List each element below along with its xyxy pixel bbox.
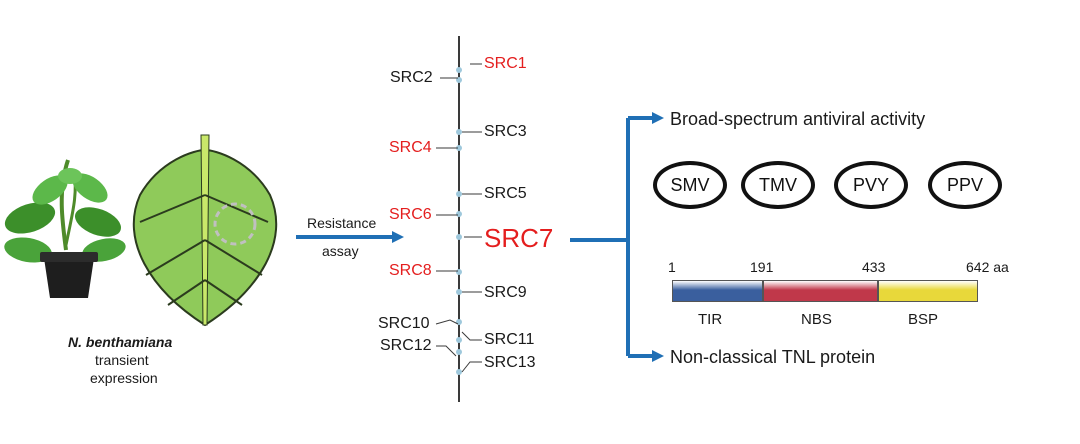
leaf-icon [132, 134, 278, 327]
gene-label-src13: SRC13 [484, 354, 536, 371]
virus-ppv: PPV [928, 161, 1002, 209]
domain-label-bsp: BSP [908, 311, 939, 328]
gene-label-src2: SRC2 [390, 69, 433, 86]
gene-label-src7: SRC7 [484, 223, 554, 253]
gene-label-src3: SRC3 [484, 123, 527, 140]
gene-label-src12: SRC12 [380, 337, 432, 354]
gene-label-src8: SRC8 [389, 262, 432, 279]
gene-label-src11: SRC11 [484, 331, 535, 348]
position-start: 1 [668, 259, 676, 275]
gene-label-src5: SRC5 [484, 185, 527, 202]
domain-bar-tir [672, 280, 763, 302]
gene-label-src4: SRC4 [389, 139, 432, 156]
assay-label-top: Resistance [307, 215, 377, 231]
domain-label-tir: TIR [698, 311, 723, 328]
branch-arrows [570, 112, 664, 362]
position-end: 642 aa [966, 259, 1009, 275]
domain-bar-bsp [878, 280, 978, 302]
caption-expression: expression [90, 370, 158, 386]
virus-tmv: TMV [741, 161, 815, 209]
gene-label-src9: SRC9 [484, 284, 527, 301]
caption-species: N. benthamiana [68, 334, 173, 350]
virus-smv: SMV [653, 161, 727, 209]
activity-title: Broad-spectrum antiviral activity [670, 109, 926, 129]
domain-bar-nbs [762, 280, 879, 302]
gene-label-src10: SRC10 [378, 315, 430, 332]
assay-arrow [296, 231, 404, 243]
position-191: 191 [750, 259, 774, 275]
virus-pvy: PVY [834, 161, 908, 209]
gene-markers [456, 67, 462, 375]
gene-label-src1: SRC1 [484, 55, 527, 72]
caption-transient: transient [95, 352, 149, 368]
gene-label-src6: SRC6 [389, 206, 432, 223]
infiltration-spot [213, 202, 257, 246]
leader-lines [435, 63, 482, 373]
domain-label-nbs: NBS [801, 311, 832, 328]
protein-caption: Non-classical TNL protein [670, 347, 876, 367]
plant-icon [4, 159, 126, 298]
position-433: 433 [862, 259, 886, 275]
assay-label-bottom: assay [322, 243, 359, 259]
